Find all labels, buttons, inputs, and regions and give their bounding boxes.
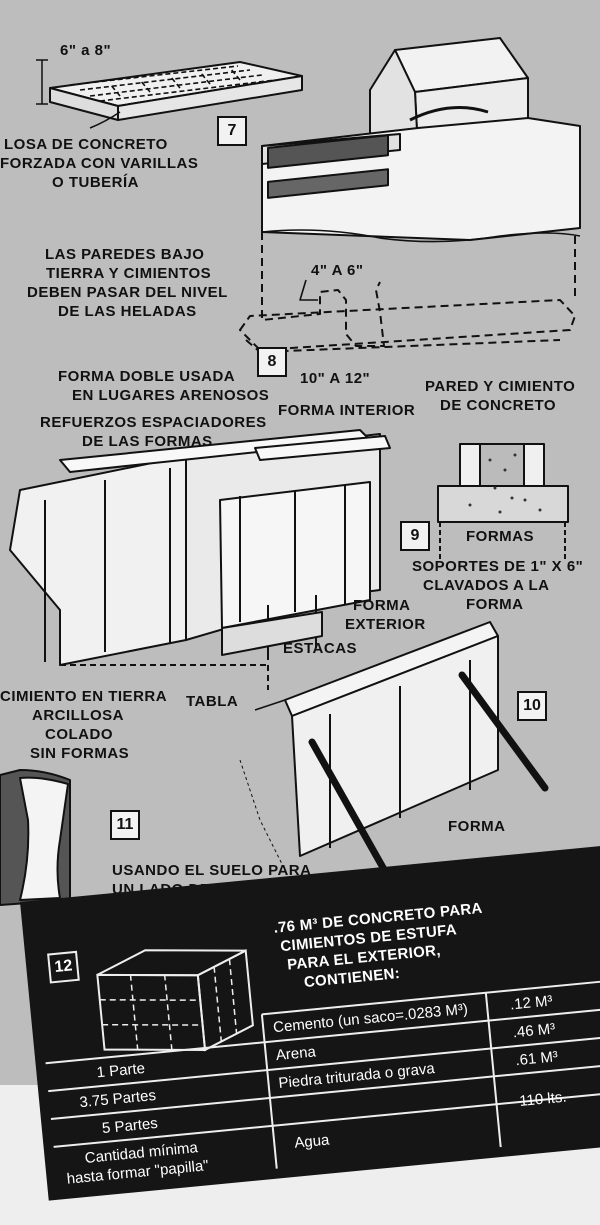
supports-label-line-3: FORMA bbox=[466, 596, 524, 613]
frost-label-line-2: TIERRA Y CIMIENTOS bbox=[46, 265, 212, 282]
spacers-label-line-2: DE LAS FORMAS bbox=[82, 433, 213, 450]
wall-footing-label-line-1: PARED Y CIMIENTO bbox=[425, 378, 576, 395]
figure-number-7: 7 bbox=[217, 116, 247, 146]
spacers-label-line-1: REFUERZOS ESPACIADORES bbox=[40, 414, 267, 431]
board-label: TABLA bbox=[186, 693, 239, 710]
slab-label-line-2: FORZADA CON VARILLAS bbox=[0, 155, 199, 172]
slab-label-line-3: O TUBERÍA bbox=[52, 174, 139, 191]
clay-footing-label-line-2: ARCILLOSA bbox=[32, 707, 124, 724]
frost-label-line-3: DEBEN PASAR DEL NIVEL bbox=[27, 284, 228, 301]
footing-width-label: 10" A 12" bbox=[300, 370, 371, 387]
clay-footing-label-line-1: CIMIENTO EN TIERRA bbox=[0, 688, 168, 705]
double-form-label-line-1: FORMA DOBLE USADA bbox=[58, 368, 236, 385]
row-2-material: Arena bbox=[275, 1043, 317, 1065]
wall-section-drawing bbox=[437, 443, 569, 560]
frost-label-line-4: DE LAS HELADAS bbox=[58, 303, 197, 320]
figure-number-11: 11 bbox=[110, 810, 140, 840]
wall-footing-label-line-2: DE CONCRETO bbox=[440, 397, 557, 414]
concrete-quantities-table: 12 .76 M³ DE CONCRETO PARA CIMIENTOS DE … bbox=[20, 845, 600, 1201]
slab-thickness-label: 6" a 8" bbox=[60, 42, 112, 59]
double-form-label-line-2: EN LUGARES ARENOSOS bbox=[72, 387, 270, 404]
outer-form-label-line-2: EXTERIOR bbox=[345, 616, 426, 633]
clay-form-drawing bbox=[239, 621, 549, 884]
reinforced-slab-drawing bbox=[36, 59, 303, 129]
cube-icon bbox=[96, 949, 254, 1052]
earth-footing-drawing bbox=[0, 769, 71, 906]
ground-side-label-line-1: USANDO EL SUELO PARA bbox=[112, 862, 312, 879]
figure-number-8: 8 bbox=[257, 347, 287, 377]
wall-thickness-label: 4" A 6" bbox=[311, 262, 364, 279]
clay-footing-label-line-4: SIN FORMAS bbox=[30, 745, 130, 762]
form-label: FORMA bbox=[448, 818, 506, 835]
outer-form-label-line-1: FORMA bbox=[353, 597, 411, 614]
supports-label-line-1: SOPORTES DE 1" X 6" bbox=[412, 558, 584, 575]
stakes-label: ESTACAS bbox=[283, 640, 358, 657]
double-form-drawing bbox=[9, 429, 391, 690]
figure-number-9: 9 bbox=[400, 521, 430, 551]
slab-label-line-1: LOSA DE CONCRETO bbox=[4, 136, 168, 153]
supports-label-line-2: CLAVADOS A LA bbox=[423, 577, 550, 594]
row-4-material: Agua bbox=[293, 1131, 331, 1152]
inner-form-label: FORMA INTERIOR bbox=[278, 402, 416, 419]
frost-label-line-1: LAS PAREDES BAJO bbox=[45, 246, 205, 263]
figure-number-10: 10 bbox=[517, 691, 547, 721]
table-rules bbox=[45, 979, 600, 1169]
clay-footing-label-line-3: COLADO bbox=[45, 726, 113, 743]
forms-label: FORMAS bbox=[466, 528, 534, 545]
